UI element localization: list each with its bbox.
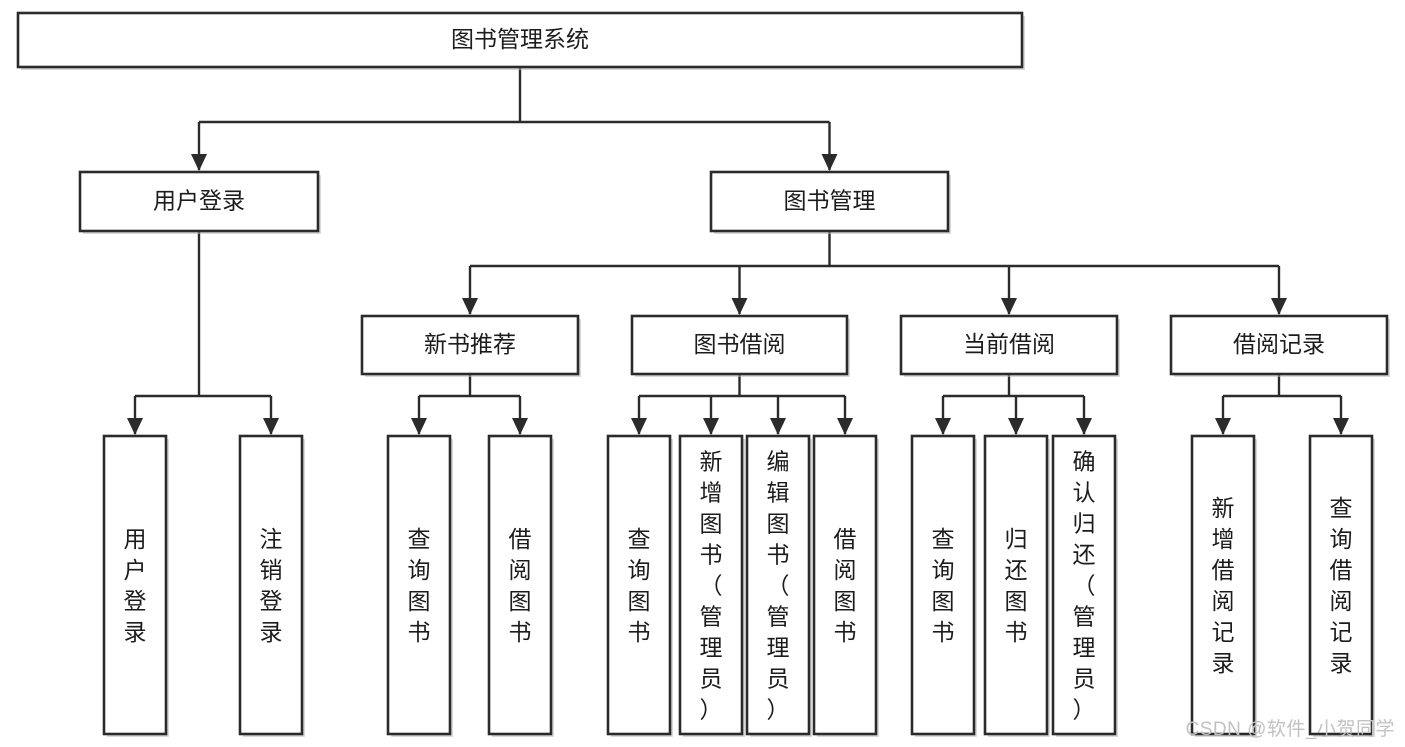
node-label: 借阅图书 [509,526,532,645]
node-leaf-return-book[interactable]: 归还图书 [983,434,1050,737]
node-rect[interactable] [606,434,672,736]
node-rect[interactable] [386,434,452,736]
node-rect[interactable] [709,170,950,233]
node-leaf-user-logout[interactable]: 注销登录 [238,434,305,737]
node-label: 新增图书（管理员） [700,449,723,723]
node-label: 图书管理系统 [451,26,589,52]
node-rect[interactable] [1169,314,1389,376]
node-new-book-rec[interactable]: 新书推荐 [360,314,581,377]
node-label: 注销登录 [260,526,283,645]
node-rect[interactable] [630,314,849,376]
node-rect[interactable] [812,434,878,736]
node-leaf-add-record[interactable]: 新增借阅记录 [1190,434,1257,737]
node-label: 新书推荐 [424,331,516,357]
node-label: 借阅图书 [834,526,857,645]
node-rect[interactable] [360,314,580,376]
node-rect[interactable] [487,434,553,736]
node-label: 查询图书 [932,526,955,645]
node-label: 确认归还（管理员） [1073,449,1096,723]
node-label: 图书借阅 [694,331,786,357]
node-label: 查询图书 [408,526,431,645]
node-leaf-query-record[interactable]: 查询借阅记录 [1308,434,1375,737]
connector-layer [127,67,1349,435]
node-leaf-add-book[interactable]: 新增图书（管理员） [678,434,745,737]
node-rect[interactable] [1308,434,1374,736]
node-current-borrow[interactable]: 当前借阅 [899,314,1120,377]
node-label: 归还图书 [1005,526,1028,645]
node-rect[interactable] [1051,434,1117,736]
node-label: 当前借阅 [963,331,1055,357]
node-label: 编辑图书（管理员） [767,449,790,723]
node-leaf-user-login[interactable]: 用户登录 [102,434,169,737]
node-leaf-borrow-book-2[interactable]: 借阅图书 [812,434,879,737]
node-layer: 图书管理系统用户登录图书管理新书推荐图书借阅当前借阅借阅记录用户登录注销登录查询… [16,11,1390,737]
node-leaf-borrow-book-1[interactable]: 借阅图书 [487,434,554,737]
node-rect[interactable] [102,434,168,736]
node-leaf-edit-book[interactable]: 编辑图书（管理员） [745,434,812,737]
node-book-manage[interactable]: 图书管理 [709,170,951,234]
node-label: 用户登录 [124,526,147,645]
node-borrow-record[interactable]: 借阅记录 [1169,314,1390,377]
node-rect[interactable] [983,434,1049,736]
node-rect[interactable] [910,434,976,736]
node-rect[interactable] [678,434,744,736]
node-leaf-query-book-2[interactable]: 查询图书 [606,434,673,737]
node-rect[interactable] [16,11,1024,69]
node-leaf-confirm-return[interactable]: 确认归还（管理员） [1051,434,1118,737]
node-book-borrow[interactable]: 图书借阅 [630,314,850,377]
node-root[interactable]: 图书管理系统 [16,11,1025,70]
node-label: 用户登录 [153,188,245,214]
node-rect[interactable] [78,170,320,233]
node-rect[interactable] [745,434,811,736]
node-rect[interactable] [238,434,304,736]
node-label: 新增借阅记录 [1212,495,1235,676]
node-label: 查询图书 [628,526,651,645]
node-rect[interactable] [1190,434,1256,736]
node-label: 图书管理 [784,188,876,214]
node-label: 查询借阅记录 [1330,495,1353,676]
csdn-watermark: CSDN @软件_小贺同学 [1185,719,1395,740]
node-user-login[interactable]: 用户登录 [78,170,321,234]
node-leaf-query-book-3[interactable]: 查询图书 [910,434,977,737]
node-leaf-query-book-1[interactable]: 查询图书 [386,434,453,737]
node-label: 借阅记录 [1233,331,1325,357]
node-rect[interactable] [899,314,1119,376]
